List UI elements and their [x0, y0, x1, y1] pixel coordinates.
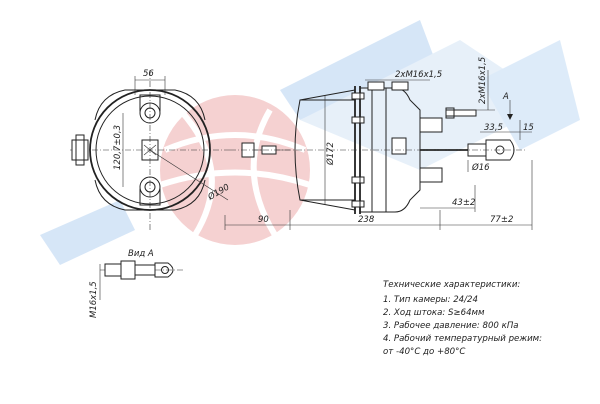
watermark-blue-stroke-4: [480, 40, 580, 150]
spec-line-4: 4. Рабочий температурный режим:: [383, 334, 543, 344]
dim-238-label: 238: [358, 215, 375, 225]
spec-line-5: от -40°C до +80°C: [383, 347, 466, 357]
spec-line-2: 2. Ход штока: S≥64мм: [383, 308, 485, 318]
spec-line-3: 3. Рабочее давление: 800 кПа: [383, 321, 519, 331]
thread-top-label: 2xM16x1,5: [395, 70, 442, 80]
dim-90-label: 90: [258, 215, 269, 225]
dim-172-label: Ø172: [325, 142, 336, 166]
view-a-arrow-label: A: [502, 92, 509, 102]
watermark-logo: [40, 20, 580, 265]
watermark-blue-stroke-2: [280, 20, 435, 120]
side-view: [224, 70, 533, 230]
dim-120-label: 120,7±0,3: [113, 125, 123, 170]
front-view: [70, 70, 230, 232]
dim-33-label: 33,5: [484, 123, 503, 133]
view-a-title: Вид А: [128, 249, 154, 259]
dim-15-label: 15: [523, 123, 534, 133]
watermark-blue-stroke-1: [40, 200, 135, 265]
spec-line-1: 1. Тип камеры: 24/24: [383, 295, 478, 305]
dim-77-label: 77±2: [490, 215, 513, 225]
dim-56-label: 56: [143, 69, 154, 79]
specs-title: Технические характеристики:: [383, 280, 521, 290]
thread-side-label: 2xM16x1,5: [478, 57, 488, 104]
view-a-detail: [99, 260, 185, 300]
dim-43-label: 43±2: [452, 198, 475, 208]
view-a-thread-label: M16x1,5: [89, 281, 99, 318]
dim-16-label: Ø16: [471, 162, 490, 173]
